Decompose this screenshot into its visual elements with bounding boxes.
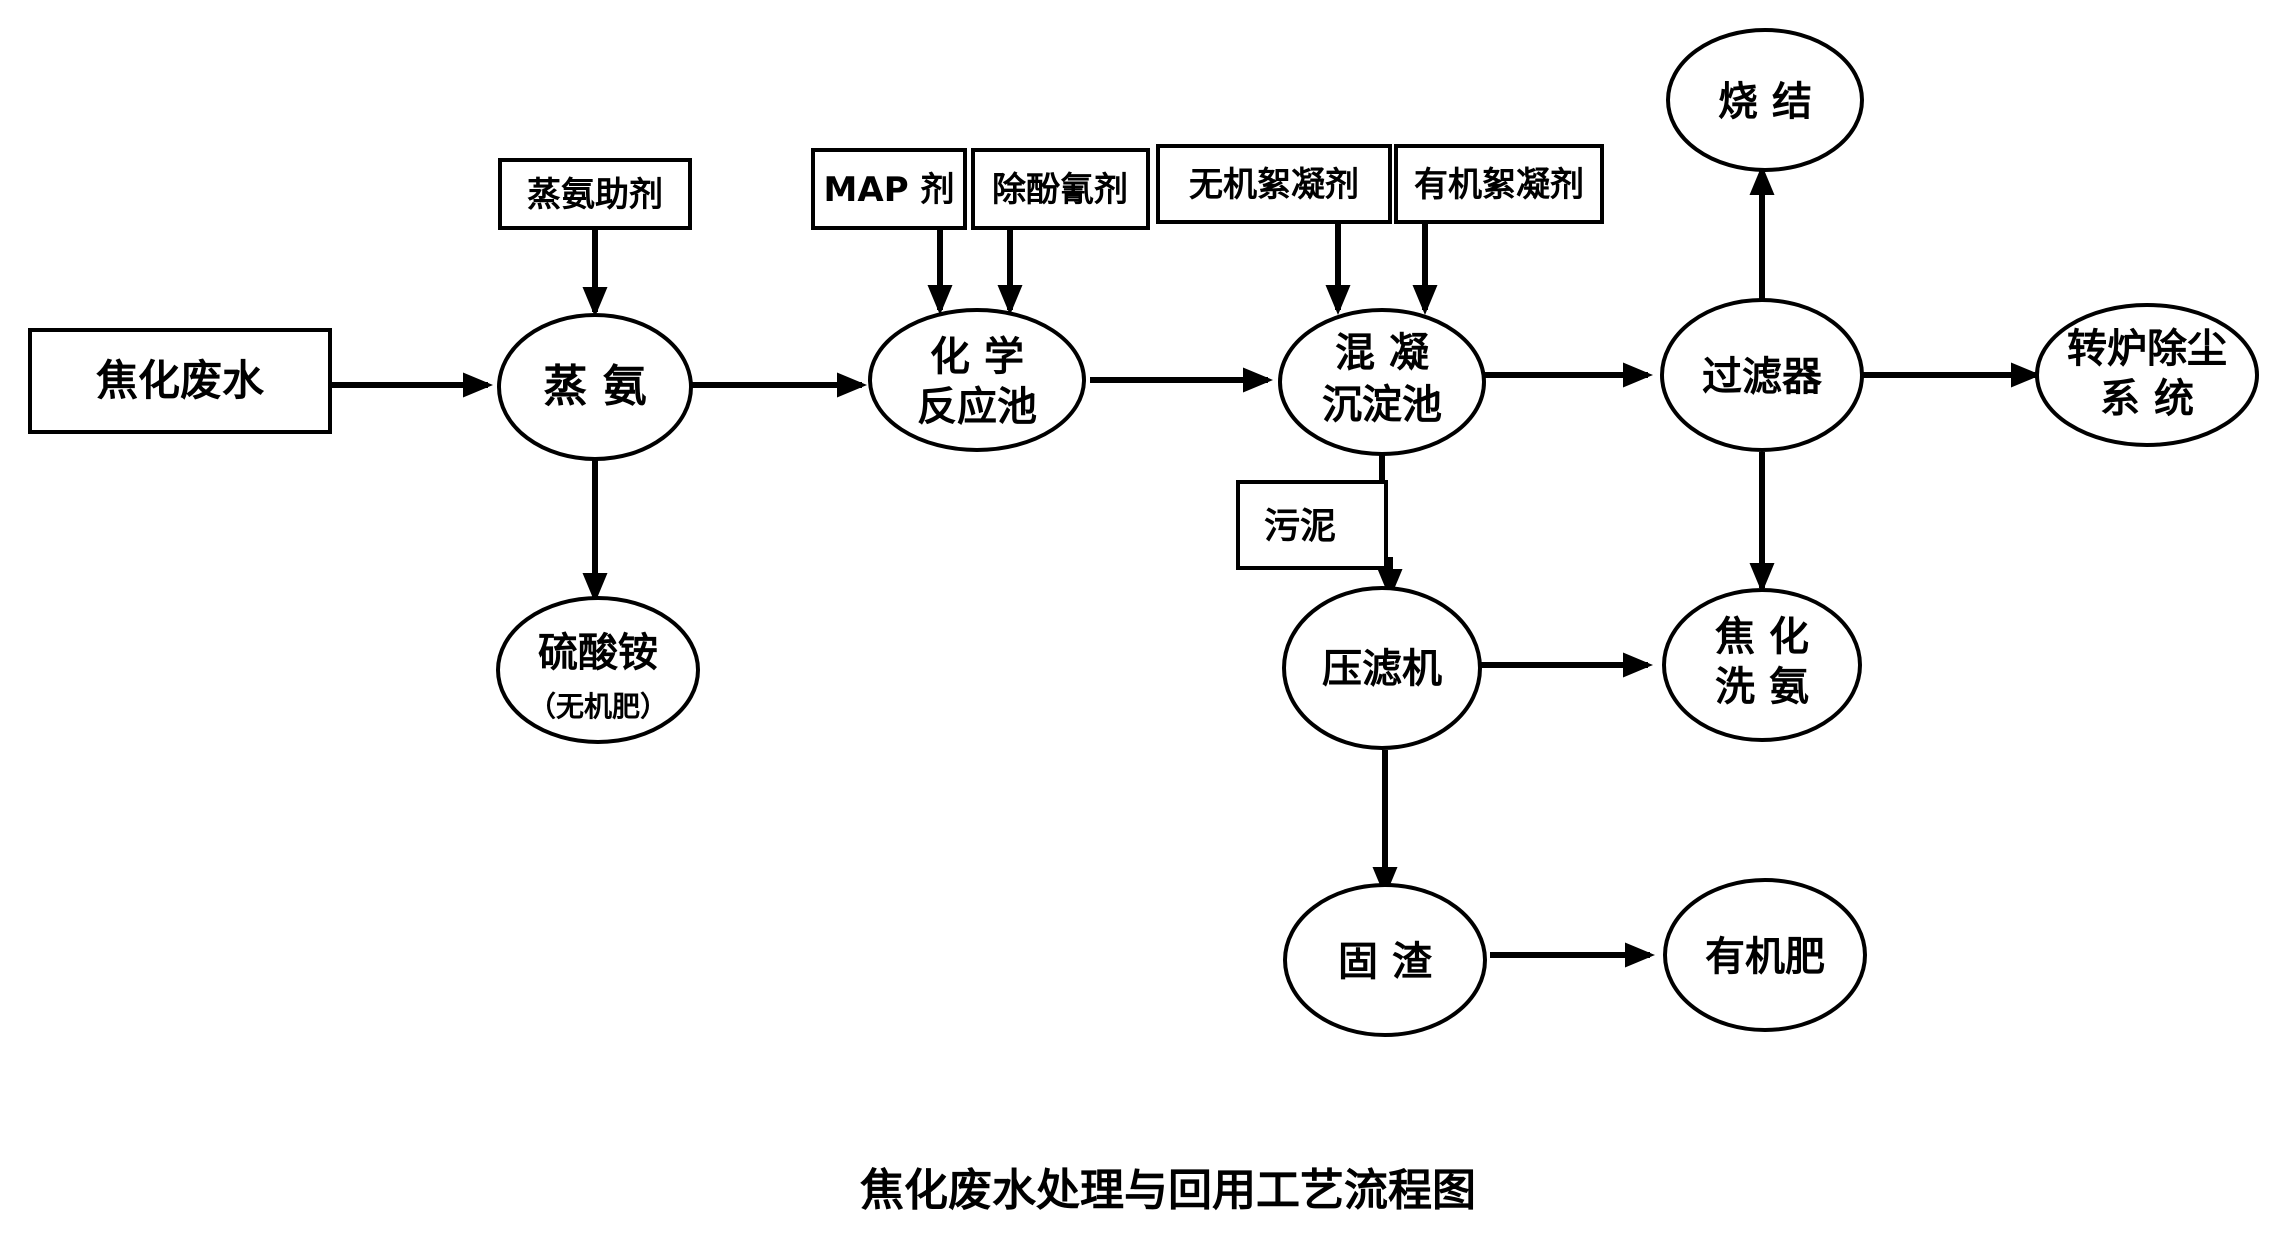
filter-node: 过滤器 (1660, 298, 1864, 452)
ammonia-stripping-label: 蒸 氨 (543, 361, 646, 412)
converter-dust-node: 转炉除尘 系 统 (2035, 303, 2259, 447)
diagram-title: 焦化废水处理与回用工艺流程图 (860, 1165, 1476, 1216)
ammonium-sulfate-line2: （无机肥） (528, 690, 668, 723)
coag-tank-line2: 沉淀池 (1322, 382, 1442, 428)
ammonium-sulfate-node: 硫酸铵 （无机肥） (496, 596, 700, 744)
coag-tank-line1: 混 凝 (1335, 330, 1429, 376)
process-nodes: 焦化废水 蒸 氨 硫酸铵 （无机肥） 化 学 反应池 混 凝 沉淀池 过滤器 (28, 28, 2259, 1037)
organic-fertilizer-label: 有机肥 (1705, 934, 1825, 980)
coking-wash-node: 焦 化 洗 氨 (1662, 588, 1862, 742)
filter-press-label: 压滤机 (1322, 646, 1442, 692)
steam-aid-label: 蒸氨助剂 (527, 175, 663, 215)
chemical-reactor-node: 化 学 反应池 (868, 308, 1086, 452)
organic-fertilizer-node: 有机肥 (1663, 878, 1867, 1032)
coking-wash-line1: 焦 化 (1715, 614, 1809, 660)
chem-reactor-line2: 反应池 (917, 384, 1037, 430)
coagulation-tank-node: 混 凝 沉淀池 (1278, 308, 1486, 456)
sintering-label: 烧 结 (1718, 79, 1812, 125)
map-agent-label: MAP 剂 (824, 170, 955, 210)
converter-dust-line2: 系 统 (2100, 376, 2194, 422)
inorganic-flocculant-box: 无机絮凝剂 (1156, 144, 1392, 224)
steam-aid-box: 蒸氨助剂 (498, 158, 692, 230)
wastewater-label: 焦化废水 (96, 356, 265, 405)
ammonium-sulfate-line1: 硫酸铵 (538, 630, 658, 676)
sludge-label: 污泥 (1264, 506, 1336, 547)
filter-press-node: 压滤机 (1282, 586, 1482, 750)
chem-reactor-line1: 化 学 (930, 334, 1024, 380)
wastewater-box: 焦化废水 (28, 328, 332, 434)
map-agent-box: MAP 剂 (811, 148, 967, 230)
solid-residue-node: 固 渣 (1283, 883, 1487, 1037)
sintering-node: 烧 结 (1666, 28, 1864, 172)
coking-wash-line2: 洗 氨 (1715, 664, 1809, 710)
phenol-cyanide-agent-label: 除酚氰剂 (992, 170, 1128, 210)
organic-flocculant-label: 有机絮凝剂 (1414, 165, 1584, 205)
ammonia-stripping-node: 蒸 氨 (497, 313, 693, 461)
converter-dust-line1: 转炉除尘 (2067, 326, 2227, 372)
additive-boxes: 蒸氨助剂 MAP 剂 除酚氰剂 无机絮凝剂 有机絮凝剂 污泥 (498, 144, 1604, 570)
edges (330, 165, 2041, 968)
solid-residue-label: 固 渣 (1338, 939, 1433, 985)
inorganic-flocculant-label: 无机絮凝剂 (1189, 165, 1359, 205)
sludge-box: 污泥 (1236, 480, 1388, 570)
phenol-cyanide-agent-box: 除酚氰剂 (971, 148, 1150, 230)
organic-flocculant-box: 有机絮凝剂 (1394, 144, 1604, 224)
filter-label: 过滤器 (1702, 354, 1823, 400)
